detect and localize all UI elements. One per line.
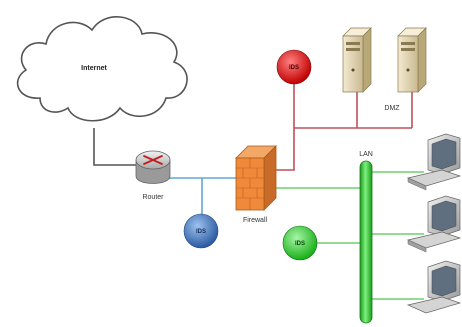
router-label: Router bbox=[142, 194, 164, 201]
workstation-3 bbox=[406, 260, 462, 314]
ids-green-icon bbox=[282, 225, 318, 261]
dmz-server-1 bbox=[342, 27, 372, 93]
cloud-icon bbox=[16, 16, 188, 122]
router: Router bbox=[135, 150, 171, 201]
firewall-dmz-link bbox=[262, 127, 412, 171]
ids-green-label: IDS bbox=[295, 241, 305, 247]
internet-cloud: Internet bbox=[16, 16, 188, 122]
server-icon bbox=[397, 27, 427, 93]
dmz-server-2 bbox=[397, 27, 427, 93]
server-icon bbox=[342, 27, 372, 93]
ids-blue-label: IDS bbox=[196, 229, 206, 235]
workstation-icon bbox=[406, 260, 462, 314]
firewall-icon bbox=[235, 145, 277, 211]
ids-red-icon bbox=[276, 49, 312, 85]
dmz-servers: DMZ bbox=[342, 27, 427, 112]
internet-label: Internet bbox=[81, 65, 107, 72]
ids-blue: IDS bbox=[183, 213, 219, 249]
ids-green: IDS bbox=[282, 225, 318, 261]
firewall: Firewall bbox=[235, 145, 277, 224]
links bbox=[93, 82, 424, 300]
router-arrows-icon bbox=[143, 155, 163, 165]
workstation-icon bbox=[406, 195, 462, 253]
ids-red: IDS bbox=[276, 49, 312, 85]
workstation-1 bbox=[406, 133, 462, 191]
ids-blue-icon bbox=[183, 213, 219, 249]
lan-label: LAN bbox=[359, 151, 373, 158]
dmz-label: DMZ bbox=[384, 105, 400, 112]
lan-workstations bbox=[406, 133, 462, 314]
workstation-2 bbox=[406, 195, 462, 253]
ids-red-label: IDS bbox=[289, 65, 299, 71]
workstation-icon bbox=[406, 133, 462, 191]
firewall-label: Firewall bbox=[243, 217, 268, 224]
lan-bus: LAN bbox=[359, 151, 373, 324]
internet-router-link bbox=[93, 128, 138, 166]
lan-bus-bar bbox=[359, 160, 373, 324]
